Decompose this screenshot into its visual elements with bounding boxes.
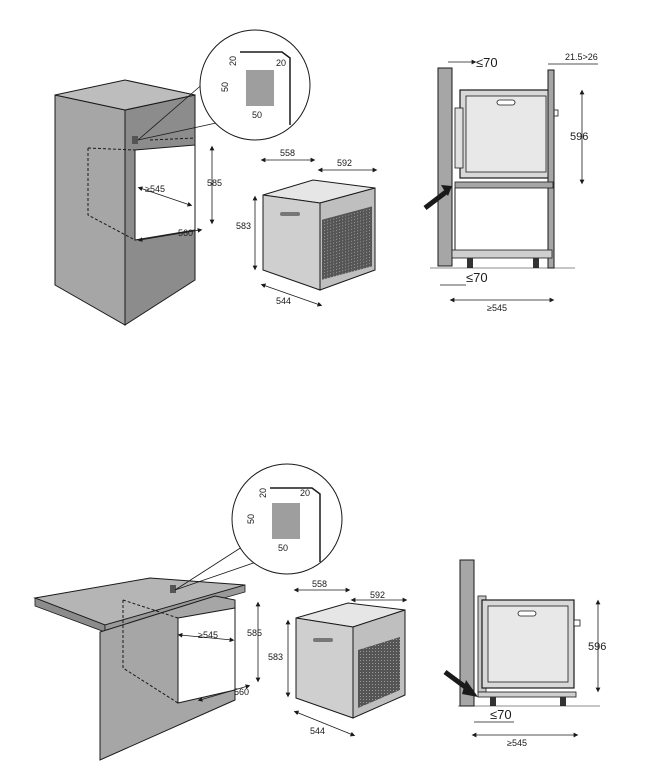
bottom-inset-w20: 20 [300,488,310,498]
bottom-vent-cutout [170,585,176,593]
top-side-view: ≤70 21.5>26 596 ≤70 ≥545 [423,52,598,313]
top-oven-perspective: 558 592 583 544 [236,148,378,307]
top-inset-h20: 20 [228,56,238,66]
top-oven-depth2: 544 [276,296,291,306]
bottom-oven-depth: 558 [312,579,327,589]
top-oven-height: 583 [236,221,251,231]
top-inset-detail: 20 20 50 50 [137,29,311,141]
bottom-side-depth: ≥545 [507,738,527,748]
top-niche-depth: ≥545 [145,184,165,194]
top-inset-h50: 50 [220,82,230,92]
bottom-counter-cabinet: ≥545 560 585 [33,577,262,761]
bottom-niche-depth: ≥545 [198,630,218,640]
bottom-side-gap-bottom: ≤70 [490,707,512,722]
bottom-side-height: 596 [588,641,606,653]
bottom-oven-width: 592 [370,590,385,600]
bottom-panel: ≥545 560 585 20 20 50 50 558 [33,463,606,761]
bottom-inset-detail: 20 20 50 50 [174,463,343,591]
top-inset-w20: 20 [276,58,286,68]
top-oven-width: 592 [337,158,352,168]
top-inset-w50: 50 [252,110,262,120]
bottom-oven-depth2: 544 [310,726,325,736]
bottom-side-view: 596 ≤70 ≥545 [443,559,606,748]
top-niche-height: 585 [207,178,222,188]
top-side-depth: ≥545 [487,303,507,313]
top-side-gap-top: ≤70 [476,55,498,70]
bottom-inset-w50: 50 [278,543,288,553]
top-niche-width: 560 [178,228,193,238]
bottom-niche-height: 585 [247,628,262,638]
top-vent-cutout [132,136,138,144]
top-side-gap-bottom: ≤70 [466,270,488,285]
top-side-height: 596 [570,131,588,143]
top-side-gap-right: 21.5>26 [565,52,598,62]
bottom-niche-width: 560 [234,687,249,697]
top-panel: ≥545 560 585 20 20 50 50 558 [54,29,598,326]
bottom-inset-h50: 50 [246,514,256,524]
top-column-cabinet: ≥545 560 585 [54,79,222,326]
bottom-oven-height: 583 [268,652,283,662]
bottom-inset-h20: 20 [258,488,268,498]
bottom-oven-perspective: 558 592 583 544 [268,579,408,737]
top-oven-depth: 558 [280,148,295,158]
